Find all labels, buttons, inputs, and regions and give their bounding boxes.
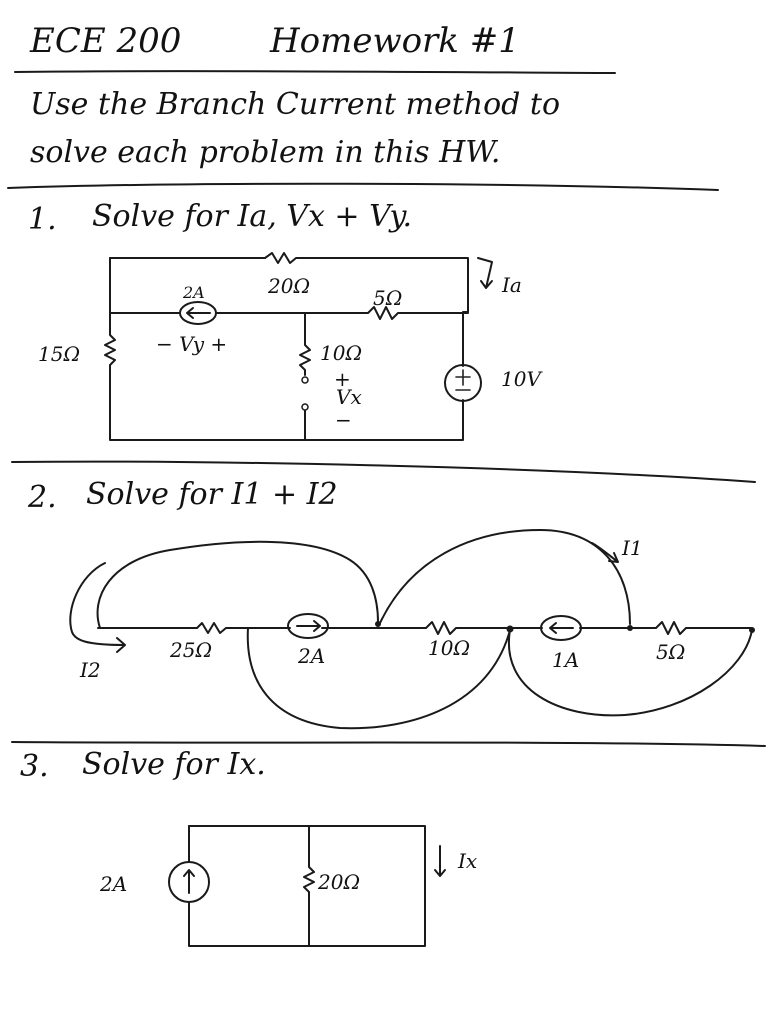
- p1-right-bottom: [304, 399, 464, 441]
- up-arrow-icon: [183, 869, 195, 894]
- node-2: [506, 625, 514, 633]
- p1-15ohm-label: 15Ω: [38, 342, 81, 366]
- p3-ix-label: Ix: [458, 849, 478, 873]
- p1-vx-minus-label: −: [335, 408, 352, 432]
- p2-i2-label: I2: [80, 658, 101, 682]
- i1-arrow-icon: [591, 542, 619, 563]
- p2-main-wire-middle: [321, 621, 543, 635]
- upper-left-loop: [96, 540, 379, 629]
- p1-2a-label: 2A: [183, 283, 205, 302]
- p1-middle-horizontal-right: [215, 306, 469, 320]
- p2-2a-label: 2A: [298, 644, 326, 668]
- p1-vx-plus-label: +: [334, 367, 351, 391]
- instructions-divider: [7, 182, 719, 191]
- voltage-source-10v-icon: [444, 364, 482, 402]
- node-1: [375, 621, 381, 627]
- p2-1a-label: 1A: [552, 648, 580, 672]
- p3-left-top: [188, 825, 426, 947]
- p1-5ohm-label: 5Ω: [373, 286, 403, 310]
- vx-top-terminal: [301, 376, 309, 384]
- lower-middle-loop: [246, 627, 511, 730]
- p1-vy-label: − Vy +: [156, 332, 228, 356]
- lower-right-loop: [507, 629, 753, 717]
- problem-3-circuit: [168, 825, 446, 947]
- current-source-2a-icon: [168, 861, 210, 903]
- ix-arrow-icon: [434, 845, 446, 877]
- p1-10v-label: 10V: [501, 367, 541, 391]
- problem-2-divider: [11, 741, 766, 747]
- course-title: ECE 200: [30, 21, 182, 61]
- title-divider: [14, 70, 616, 74]
- problem-1-prompt: Solve for Ia, Vx + Vy.: [92, 199, 413, 234]
- problem-1-divider: [11, 460, 756, 483]
- p1-vx-label: Vx: [336, 385, 362, 409]
- p1-10ohm-label: 10Ω: [320, 341, 363, 365]
- problem-2-number: 2.: [28, 480, 57, 515]
- source-2a-icon: [287, 613, 329, 639]
- p1-20ohm-label: 20Ω: [268, 274, 311, 298]
- right-arrow-icon: [296, 620, 321, 632]
- plus-minus-icon: [455, 369, 471, 391]
- left-arrow-icon: [186, 307, 211, 319]
- problem-3-prompt: Solve for Ix.: [82, 747, 266, 782]
- p2-i1-label: I1: [622, 536, 643, 560]
- p3-2a-label: 2A: [100, 872, 128, 896]
- p2-main-wire-right: [579, 621, 753, 635]
- instruction-line-2: solve each problem in this HW.: [30, 135, 501, 170]
- upper-right-loop: [379, 529, 631, 625]
- problem-1-number: 1.: [28, 202, 57, 237]
- p2-25ohm-label: 25Ω: [170, 638, 213, 662]
- node-3: [627, 625, 633, 631]
- problem-3-number: 3.: [20, 749, 49, 784]
- p1-ia-label: Ia: [502, 273, 522, 297]
- vx-bottom-terminal: [301, 403, 309, 411]
- node-4: [749, 627, 755, 633]
- instruction-line-1: Use the Branch Current method to: [30, 87, 561, 122]
- source-2a-icon: [179, 301, 217, 325]
- p2-10ohm-label: 10Ω: [428, 636, 471, 660]
- problem-2-circuit: [69, 529, 755, 730]
- i2-loop-arrow-icon: [69, 562, 126, 653]
- p1-left-vertical: [104, 257, 306, 441]
- source-1a-icon: [540, 615, 582, 641]
- p2-main-wire-left: [97, 622, 291, 634]
- assignment-title: Homework #1: [270, 21, 520, 61]
- problem-2-prompt: Solve for I1 + I2: [86, 477, 338, 512]
- p3-20ohm-label: 20Ω: [318, 870, 361, 894]
- p1-top-wire: [109, 252, 469, 313]
- p3-middle-resistor: [303, 825, 315, 947]
- p1-center-vertical: [299, 312, 311, 376]
- p2-5ohm-label: 5Ω: [656, 640, 686, 664]
- problem-1-circuit: [104, 252, 493, 441]
- left-arrow-icon: [549, 622, 574, 634]
- ia-arrow-icon: [477, 257, 493, 289]
